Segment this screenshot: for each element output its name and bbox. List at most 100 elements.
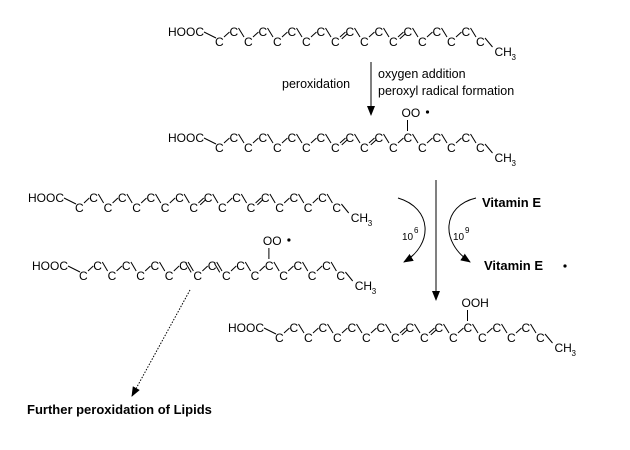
carbon-atom: C (404, 25, 413, 39)
carbon-atom: C (346, 131, 355, 145)
double-bond (187, 261, 194, 272)
single-bond (144, 265, 151, 272)
single-bond (470, 27, 477, 38)
rate-constant-2-exponent: 9 (465, 226, 470, 235)
hydroperoxide-group: OOH (462, 296, 489, 310)
rate-constant-1: 10 (402, 232, 414, 243)
double-bond (198, 197, 205, 204)
double-bond (255, 197, 262, 204)
carbon-atom: C (147, 191, 156, 205)
single-bond (298, 193, 305, 204)
double-bond (399, 327, 406, 334)
carbon-atom: C (318, 191, 327, 205)
single-bond (116, 265, 123, 272)
double-bond-line (399, 33, 406, 40)
carbon-atom: C (435, 321, 444, 335)
single-bond (455, 31, 462, 38)
single-bond (252, 31, 259, 38)
methyl-group: CH (351, 211, 368, 225)
carbon-atom: C (360, 141, 369, 155)
peroxyl-radical-formation-label: peroxyl radical formation (378, 84, 514, 98)
carbon-atom: C (476, 141, 485, 155)
peroxidation-arrow: peroxidation oxygen addition peroxyl rad… (282, 62, 514, 116)
single-bond (341, 327, 348, 334)
carbon-atom: C (302, 35, 311, 49)
single-bond (341, 203, 350, 214)
carbon-atom: C (346, 25, 355, 39)
oxygen-addition-label: oxygen addition (378, 67, 466, 81)
single-bond (455, 137, 462, 144)
double-bond (368, 137, 375, 144)
carbon-atom: C (165, 269, 174, 283)
carbon-atom: C (79, 269, 88, 283)
double-bond (428, 327, 435, 334)
carbon-atom: C (404, 131, 413, 145)
single-bond (326, 193, 333, 204)
single-bond (457, 327, 464, 334)
single-bond (298, 323, 305, 334)
carbon-atom: C (273, 35, 282, 49)
single-bond (244, 261, 252, 272)
carbon-atom: C (433, 131, 442, 145)
single-bond (310, 31, 317, 38)
single-bond (101, 261, 109, 272)
single-bond (316, 265, 323, 272)
single-bond (312, 197, 319, 204)
carbon-atom: C (348, 321, 357, 335)
single-bond (202, 265, 209, 272)
single-bond (354, 133, 361, 144)
methyl-group: CH (495, 45, 512, 59)
single-bond (356, 323, 363, 334)
single-bond (441, 27, 448, 38)
single-bond (330, 261, 337, 272)
single-bond (472, 323, 479, 334)
double-bond-line (185, 263, 192, 273)
carbon-atom: C (259, 131, 268, 145)
carbon-atom: C (447, 35, 456, 49)
carbon-atom: C (232, 191, 241, 205)
carbon-atom: C (290, 321, 299, 335)
single-bond (383, 133, 390, 144)
single-bond (63, 197, 77, 205)
single-bond (302, 261, 309, 272)
carbon-atom: C (230, 131, 239, 145)
carbon-atom: C (332, 201, 341, 215)
single-bond (283, 327, 290, 334)
acid-group-hooc: HOOC (28, 191, 64, 205)
single-bond (97, 193, 105, 204)
single-bond (354, 27, 361, 38)
carbon-atom: C (377, 321, 386, 335)
further-peroxidation-arrow (131, 289, 191, 397)
single-bond (203, 137, 217, 145)
double-bond-line (341, 139, 348, 146)
single-bond (183, 193, 190, 204)
carbon-atom: C (375, 25, 384, 39)
single-bond (173, 265, 180, 272)
single-bond (281, 31, 288, 38)
methyl-group: CH (495, 151, 512, 165)
single-bond (470, 133, 477, 144)
methyl-subscript: 3 (512, 159, 517, 168)
carbon-atom: C (449, 331, 458, 345)
carbon-atom: C (493, 321, 502, 335)
carbon-atom: C (132, 201, 141, 215)
single-bond (223, 31, 230, 38)
single-bond (155, 193, 162, 204)
single-bond (345, 271, 354, 282)
carbon-atom: C (222, 269, 231, 283)
acid-group-hooc: HOOC (228, 321, 264, 335)
carbon-atom: C (336, 269, 345, 283)
double-bond-line (214, 263, 221, 273)
single-bond (263, 327, 277, 335)
single-bond (67, 265, 81, 273)
single-bond (383, 27, 390, 38)
carbon-atom: C (375, 131, 384, 145)
single-bond (368, 31, 375, 38)
carbon-atom: C (118, 191, 127, 205)
vitamin-e-radical-label: Vitamin E (484, 258, 543, 273)
single-bond (385, 323, 392, 334)
single-bond (397, 137, 404, 144)
